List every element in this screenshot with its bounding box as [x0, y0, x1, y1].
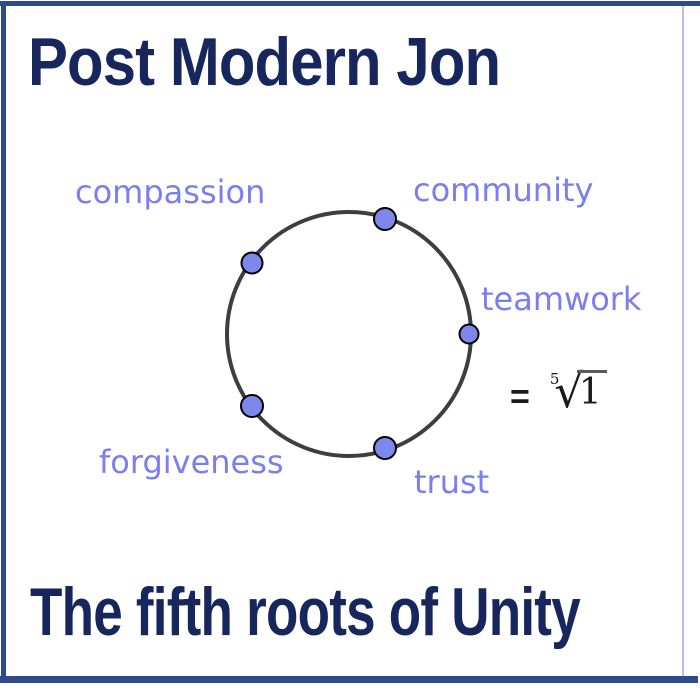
- label-trust: trust: [414, 463, 490, 501]
- subtitle: The fifth roots of Unity: [30, 574, 581, 650]
- frame-border-left: [1, 1, 6, 683]
- root-index: 5: [549, 370, 560, 388]
- label-forgiveness: forgiveness: [99, 443, 284, 481]
- frame-border-right: [682, 6, 684, 676]
- radical-expression: 5 √ 1: [550, 368, 607, 414]
- label-teamwork: teamwork: [481, 280, 642, 318]
- label-compassion: compassion: [75, 173, 266, 211]
- point-teamwork: [458, 323, 480, 345]
- page-title: Post Modern Jon: [28, 24, 501, 100]
- radicand: 1: [576, 370, 607, 411]
- label-community: community: [413, 171, 594, 209]
- equals-sign: =: [510, 378, 530, 416]
- unit-circle: [225, 210, 473, 458]
- radical-sign-icon: √: [554, 364, 584, 418]
- frame-border-bottom: [0, 676, 698, 683]
- point-compassion: [240, 251, 264, 275]
- frame-border-top: [0, 1, 700, 6]
- point-forgiveness: [240, 394, 264, 418]
- point-trust: [373, 436, 397, 460]
- equation: = 5 √ 1: [510, 368, 607, 414]
- point-community: [373, 207, 397, 231]
